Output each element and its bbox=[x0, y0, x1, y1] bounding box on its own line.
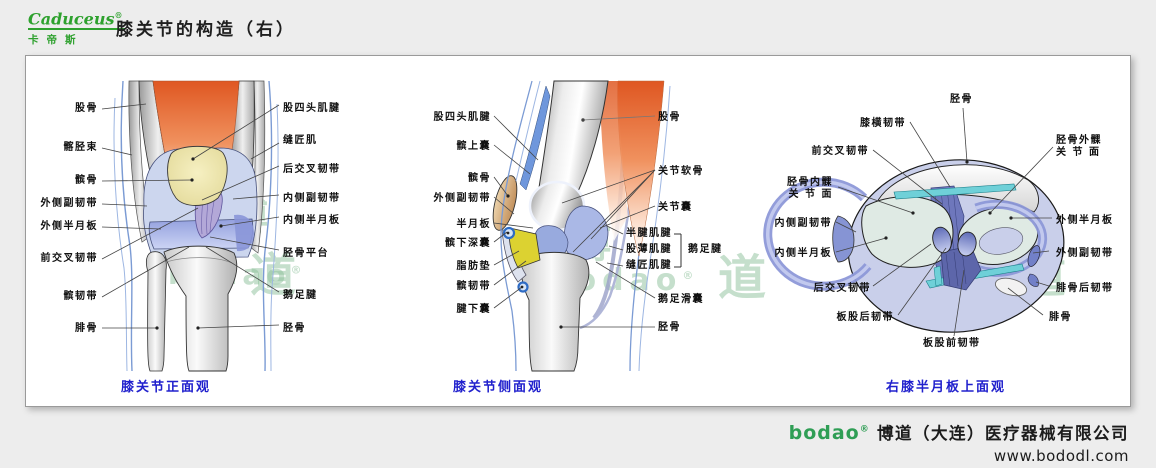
label-medial-collateral-ligament: 内侧副韧带 bbox=[774, 218, 832, 229]
label-lateral-collateral-ligament: 外侧副韧带 bbox=[40, 198, 98, 209]
side-view-drawing bbox=[492, 80, 671, 372]
anatomy-artwork bbox=[101, 80, 1065, 372]
label-lateral-meniscus: 外侧半月板 bbox=[1056, 215, 1114, 226]
side-view-leader-lines bbox=[493, 115, 682, 329]
label-posterior-meniscofemoral-ligament: 板股后韧带 bbox=[836, 312, 894, 323]
label-anterior-meniscofemoral-ligament: 板股前韧带 bbox=[923, 338, 981, 349]
caduceus-brand-chinese: 卡帝斯 bbox=[28, 34, 84, 47]
label-medial-meniscus: 内侧半月板 bbox=[283, 215, 341, 226]
label-medial-collateral-ligament: 内侧副韧带 bbox=[283, 193, 341, 204]
label-sartorius: 缝匠肌 bbox=[283, 135, 318, 146]
label-semitendinosus-tendon: 半腱肌腱 bbox=[626, 228, 672, 239]
top-view-drawing bbox=[763, 159, 1065, 333]
front-view-leader-lines bbox=[101, 103, 280, 330]
label-tibial-plateau: 胫骨平台 bbox=[283, 248, 329, 259]
label-tibia: 胫骨 bbox=[283, 323, 306, 334]
label-lateral-collateral-ligament: 外侧副韧带 bbox=[1056, 248, 1114, 259]
top-view-leader-lines bbox=[835, 107, 1054, 337]
label-medial-condyle-articular-surface: 胫骨内髁 关 节 面 bbox=[787, 177, 833, 200]
bodao-logo: bodao® bbox=[788, 422, 870, 444]
label-pes-anserine-bursa: 鹅足滑囊 bbox=[658, 294, 704, 305]
label-patellar-ligament: 髌韧带 bbox=[63, 291, 98, 302]
label-joint-capsule: 关节囊 bbox=[658, 202, 693, 213]
footer: bodao® 博道（大连）医疗器械有限公司 www.bododl.com bbox=[789, 420, 1129, 465]
label-transverse-ligament: 膝横韧带 bbox=[860, 118, 906, 129]
label-medial-meniscus: 内侧半月板 bbox=[774, 248, 832, 259]
label-lateral-condyle-articular-surface: 胫骨外髁 关 节 面 bbox=[1056, 135, 1102, 158]
label-quadriceps-tendon: 股四头肌腱 bbox=[433, 112, 491, 123]
caption-front-view: 膝关节正面观 bbox=[120, 380, 211, 395]
label-fibula: 腓骨 bbox=[75, 323, 98, 334]
label-meniscus: 半月板 bbox=[456, 219, 491, 230]
caduceus-brand-text: Caduceus® bbox=[28, 7, 126, 31]
label-pes-anserinus: 鹅足腱 bbox=[688, 244, 723, 255]
page-title: 膝关节的构造（右） bbox=[116, 20, 296, 40]
label-posterior-cruciate-ligament: 后交叉韧带 bbox=[283, 164, 341, 175]
label-patellar-ligament: 髌韧带 bbox=[456, 281, 491, 292]
diagram-board: 博 bodao® 道 博 bodao® 道 博 bodao® 道 bbox=[25, 55, 1131, 407]
label-femur: 股骨 bbox=[75, 103, 98, 114]
label-femur: 股骨 bbox=[658, 112, 681, 123]
label-patella: 髌骨 bbox=[75, 175, 98, 186]
label-lateral-collateral-ligament: 外侧副韧带 bbox=[433, 193, 491, 204]
label-patella: 髌骨 bbox=[468, 173, 491, 184]
label-fibula: 腓骨 bbox=[1049, 312, 1072, 323]
label-iliotibial-band: 髂胫束 bbox=[63, 142, 98, 153]
label-posterior-fibular-ligament: 腓骨后韧带 bbox=[1056, 283, 1114, 294]
website-url: www.bododl.com bbox=[993, 447, 1129, 465]
registered-mark: ® bbox=[114, 10, 123, 20]
label-posterior-cruciate-ligament: 后交叉韧带 bbox=[813, 283, 871, 294]
caduceus-logo: Caduceus® 卡帝斯 bbox=[28, 7, 126, 47]
front-view-drawing bbox=[113, 80, 279, 372]
label-sartorius-tendon: 缝匠肌腱 bbox=[626, 260, 672, 271]
label-articular-cartilage: 关节软骨 bbox=[658, 166, 704, 177]
label-tibia: 胫骨 bbox=[658, 322, 681, 333]
label-tibia: 胫骨 bbox=[950, 94, 973, 105]
company-name: 博道（大连）医疗器械有限公司 bbox=[877, 424, 1129, 443]
label-fat-pad: 脂肪垫 bbox=[456, 261, 491, 272]
caption-side-view: 膝关节侧面观 bbox=[452, 380, 543, 395]
label-anterior-cruciate-ligament: 前交叉韧带 bbox=[811, 146, 869, 157]
label-anterior-cruciate-ligament: 前交叉韧带 bbox=[40, 253, 98, 264]
label-quadriceps-tendon: 股四头肌腱 bbox=[283, 103, 341, 114]
label-deep-infrapatellar-bursa: 髌下深囊 bbox=[445, 238, 491, 249]
caption-top-view: 右膝半月板上面观 bbox=[885, 380, 1006, 395]
label-lateral-meniscus: 外侧半月板 bbox=[40, 221, 98, 232]
label-pes-anserinus: 鹅足腱 bbox=[283, 290, 318, 301]
label-gracilis-tendon: 股薄肌腱 bbox=[626, 244, 672, 255]
label-subtendinous-bursa: 腱下囊 bbox=[456, 304, 491, 315]
label-suprapatellar-bursa: 髌上囊 bbox=[456, 141, 491, 152]
registered-mark: ® bbox=[859, 424, 870, 435]
